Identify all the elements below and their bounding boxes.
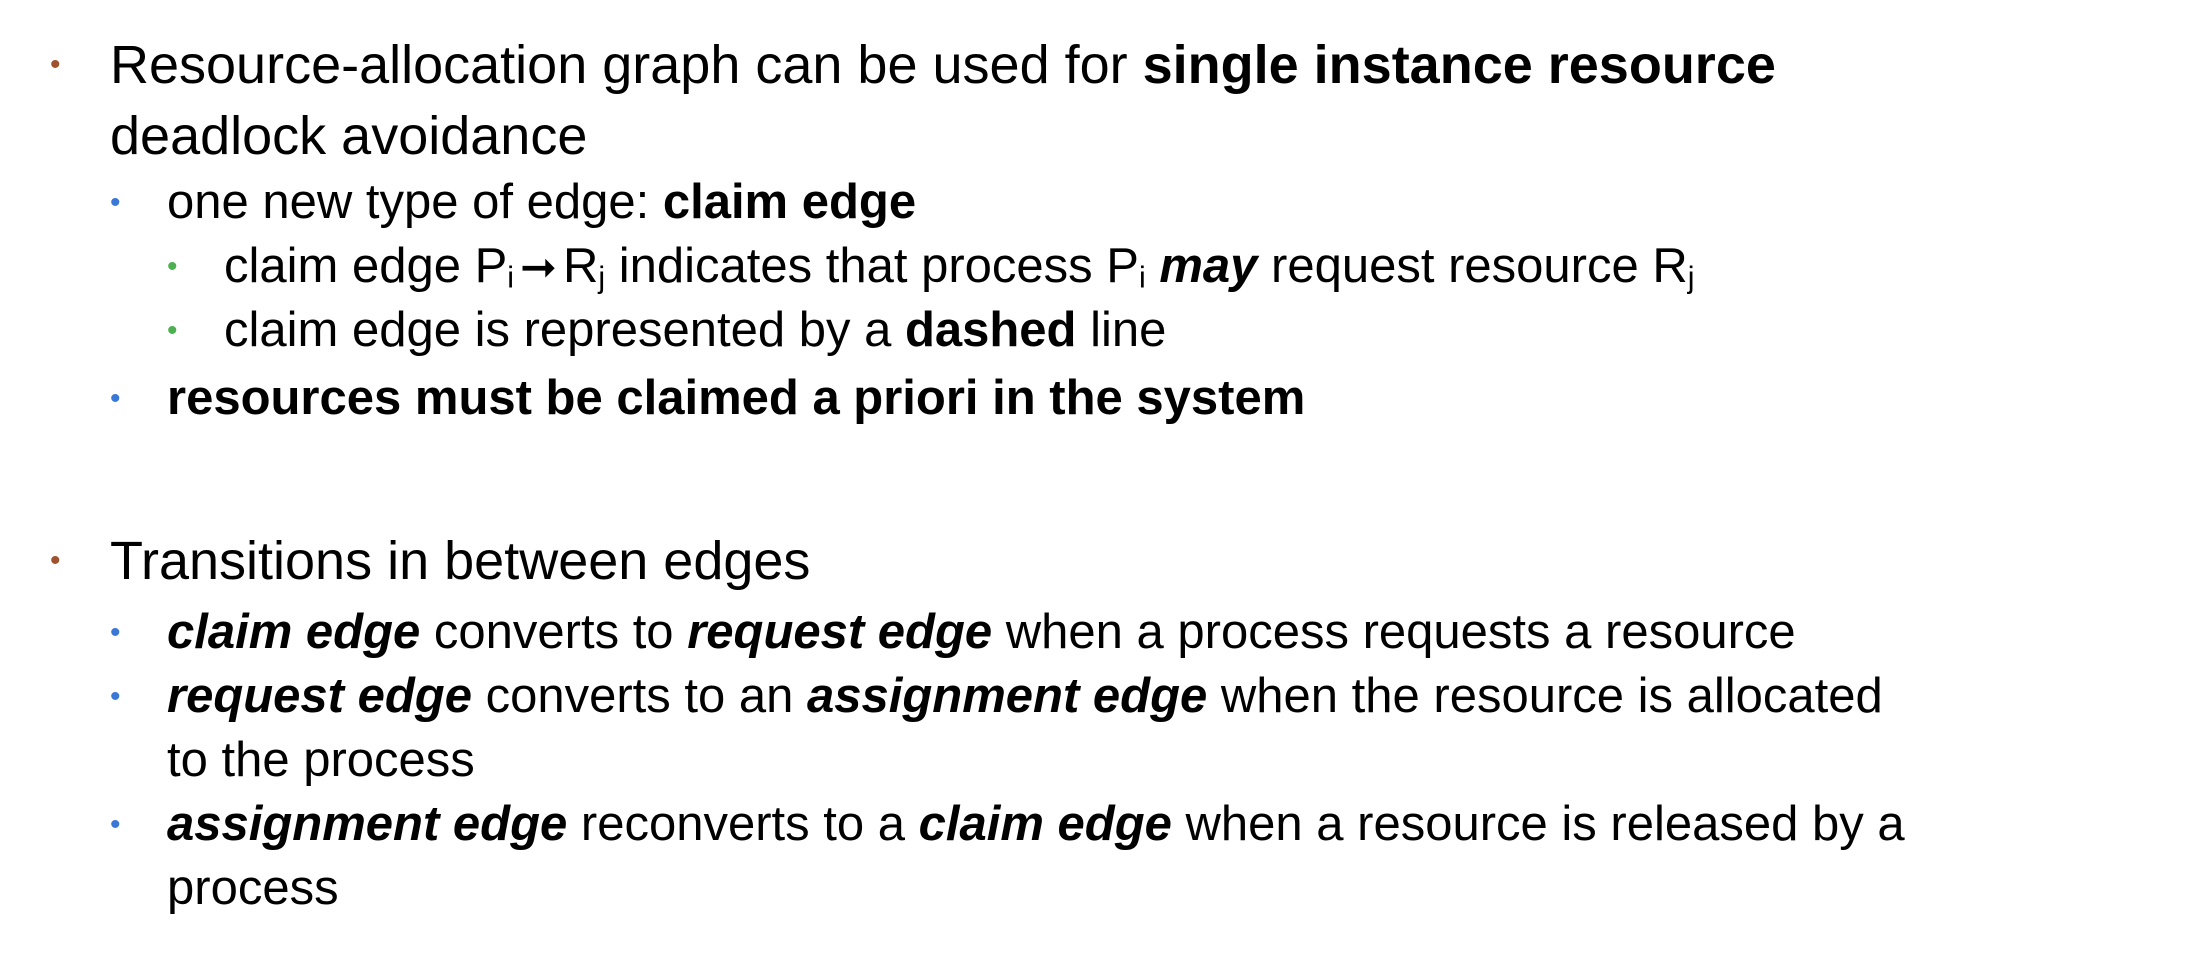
level3-bullet-icon: • [167,314,178,347]
bullet-claim-edge-definition: • claim edge Pi➞Rj indicates that proces… [167,234,1695,300]
text-segment: claim edge P [224,239,508,293]
text-segment: claim edge is represented by a [224,303,905,357]
bullet-line-1: Resource-allocation graph can be used fo… [110,30,1776,101]
text-segment: Transitions in between edges [110,531,811,591]
text-segment: request resource R [1257,239,1688,293]
text-segment: Resource-allocation graph can be used fo… [110,35,1143,95]
text-segment: line [1076,303,1167,357]
level2-bullet-icon: • [110,382,121,415]
level3-bullet-icon: • [167,250,178,283]
right-arrow-icon: ➞ [520,243,557,292]
subscript: i [507,260,515,295]
bullet-claimed-a-priori: • resources must be claimed a priori in … [110,366,1306,430]
text-segment: R [562,239,599,293]
level2-bullet-icon: • [110,808,121,841]
level2-bullet-icon: • [110,680,121,713]
bold-italic-segment: claim edge [918,797,1172,851]
text-segment: indicates that process P [605,239,1139,293]
text-segment: one new type of edge: [167,175,663,229]
bold-italic-segment: request edge [687,605,993,659]
level2-bullet-icon: • [110,616,121,649]
text-segment: reconverts to a [567,797,919,851]
bullet-line-1: request edge converts to an assignment e… [167,664,1883,728]
bullet-claim-edge-dashed: • claim edge is represented by a dashed … [167,298,1167,362]
bullet-assignment-to-claim: • assignment edge reconverts to a claim … [110,792,1905,920]
level1-bullet-icon: • [50,544,61,577]
bold-italic-segment: request edge [167,669,472,723]
bold-segment: claim edge [662,175,917,229]
bullet-claim-to-request: • claim edge converts to request edge wh… [110,600,1796,664]
bold-italic-segment: may [1159,239,1258,293]
bullet-transitions: • Transitions in between edges [50,526,811,597]
text-segment: converts to an [471,669,807,723]
text-segment: deadlock avoidance [110,106,588,166]
bullet-request-to-assignment: • request edge converts to an assignment… [110,664,1883,792]
bullet-line-2: process [167,856,1905,920]
subscript: i [1138,260,1146,295]
bold-italic-segment: assignment edge [167,797,568,851]
bold-segment: single instance resource [1142,35,1776,95]
subscript: j [1687,260,1695,295]
text-segment: converts to [420,605,688,659]
text-segment: when a process requests a resource [992,605,1796,659]
text-segment: to the process [167,733,475,787]
bullet-new-edge-type: • one new type of edge: claim edge [110,170,917,234]
bold-segment: resources must be claimed a priori in th… [167,371,1306,425]
bullet-resource-allocation-graph: • Resource-allocation graph can be used … [50,30,1776,172]
text-segment: process [167,861,339,915]
level1-bullet-icon: • [50,48,61,81]
bullet-line-2: to the process [167,728,1883,792]
level2-bullet-icon: • [110,186,121,219]
bold-italic-segment: claim edge [167,605,421,659]
text-segment: when a resource is released by a [1171,797,1905,851]
subscript: j [598,260,606,295]
bold-italic-segment: assignment edge [807,669,1208,723]
bold-segment: dashed [904,303,1077,357]
bullet-line-2: deadlock avoidance [110,101,1776,172]
text-segment: when the resource is allocated [1207,669,1883,723]
bullet-line-1: assignment edge reconverts to a claim ed… [167,792,1905,856]
